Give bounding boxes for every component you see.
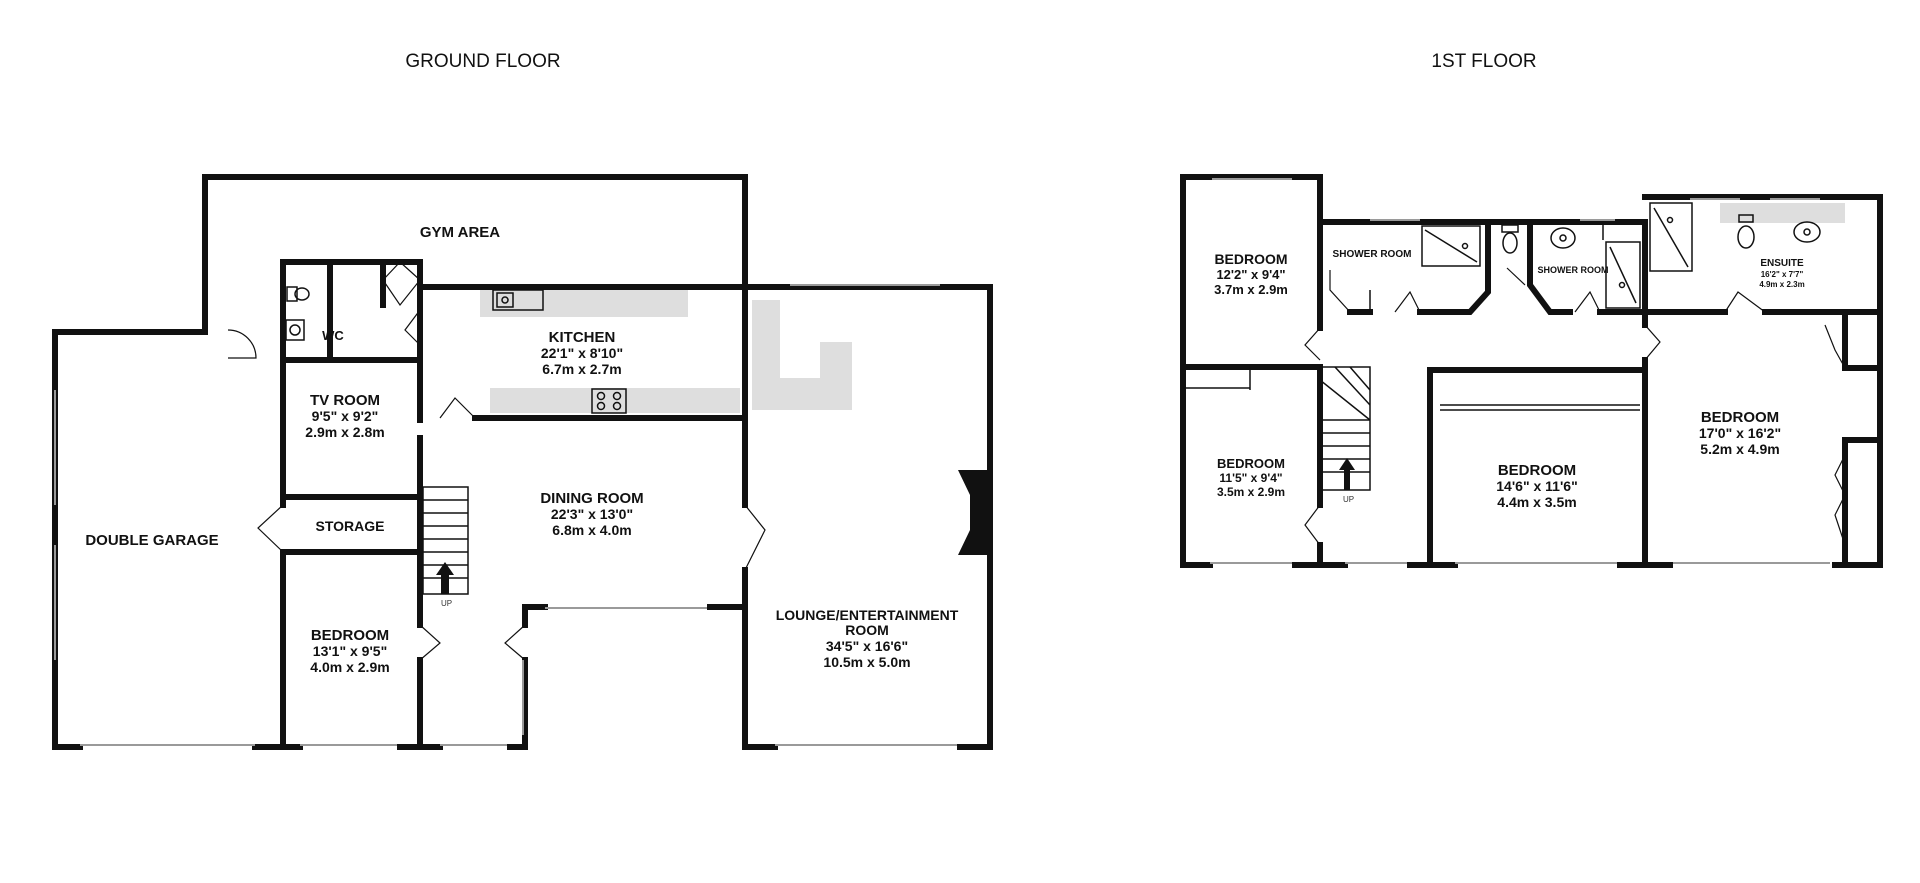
double-garage-label: DOUBLE GARAGE: [85, 532, 218, 549]
kitchen-metric: 6.7m x 2.7m: [542, 361, 621, 377]
toilet-icon: [1501, 224, 1519, 254]
sink-icon: [492, 289, 544, 311]
shower-room-1-label: SHOWER ROOM: [1333, 249, 1412, 260]
fireplace: [958, 470, 988, 555]
door-swing-icon: [404, 309, 421, 346]
door-swing-icon: [227, 329, 257, 359]
stairs-up-label: UP: [1343, 495, 1354, 504]
bedroom-4-walls: [1832, 309, 1883, 568]
ensuite-walls: [1642, 194, 1883, 315]
kitchen-label: KITCHEN: [549, 329, 616, 346]
bedroom-3-label: BEDROOM: [1498, 462, 1576, 479]
lounge-bar-counter: [752, 300, 852, 410]
door-swing-icon: [1304, 504, 1321, 546]
bedroom-2-imperial: 11'5" x 9'4": [1219, 471, 1282, 485]
door-swing-icon: [1724, 291, 1766, 313]
ground-bedroom-imperial: 13'1" x 9'5": [313, 643, 387, 659]
tv-room-label: TV ROOM: [310, 392, 380, 409]
kitchen-imperial: 22'1" x 8'10": [541, 345, 623, 361]
bedroom-4-label: BEDROOM: [1701, 409, 1779, 426]
lounge-label-line1: LOUNGE/ENTERTAINMENT: [776, 607, 959, 623]
dining-room-imperial: 22'3" x 13'0": [551, 506, 633, 522]
bedroom-3-metric: 4.4m x 3.5m: [1497, 494, 1576, 510]
door-swing-icon: [1506, 267, 1526, 286]
first-floor-plan: UP BEDROOM 12'2" x 9'4" 3.7m x 2.9m SHOW…: [1180, 174, 1883, 568]
bedroom-1-walls: [1180, 174, 1323, 568]
toilet-icon: [1737, 214, 1755, 249]
ensuite-imperial: 16'2" x 7'7": [1761, 270, 1804, 279]
bedroom-1-imperial: 12'2" x 9'4": [1216, 267, 1285, 282]
door-swing-icon: [1394, 290, 1421, 313]
dining-room-metric: 6.8m x 4.0m: [552, 522, 631, 538]
bedroom-2-metric: 3.5m x 2.9m: [1217, 485, 1285, 499]
sink-icon: [285, 319, 305, 341]
tv-room-metric: 2.9m x 2.8m: [305, 424, 384, 440]
shower-icon: [1421, 225, 1481, 267]
shower-icon: [1649, 202, 1693, 272]
stairs-up-label: UP: [441, 599, 452, 608]
first-floor-title: 1ST FLOOR: [1431, 51, 1536, 72]
ensuite-label: ENSUITE: [1760, 258, 1804, 269]
door-swing-icon: [1304, 327, 1321, 361]
ground-floor-title: GROUND FLOOR: [405, 51, 560, 72]
stairs-icon: [422, 486, 469, 595]
gym-wall: [202, 174, 748, 333]
basin-icon: [1793, 221, 1821, 243]
bedroom-4-metric: 5.2m x 4.9m: [1700, 441, 1779, 457]
door-swing-icon: [504, 624, 526, 661]
door-swing-icon: [1644, 324, 1661, 361]
door-swing-icon: [439, 397, 476, 419]
lounge-imperial: 34'5" x 16'6": [826, 638, 908, 654]
door-swing-icon: [1824, 324, 1846, 369]
dining-room-label: DINING ROOM: [540, 490, 643, 507]
door-swing-icon: [382, 261, 421, 307]
bedroom-1-label: BEDROOM: [1214, 251, 1287, 267]
ground-bedroom-label: BEDROOM: [311, 627, 389, 644]
door-swing-icon: [419, 624, 441, 661]
wardrobe-doors: [1834, 454, 1846, 546]
stairs-icon: [1319, 366, 1371, 491]
lounge-label-line2: ROOM: [845, 622, 889, 638]
bedroom-3-imperial: 14'6" x 11'6": [1496, 478, 1577, 494]
bedroom-1-metric: 3.7m x 2.9m: [1214, 282, 1288, 297]
tv-room-imperial: 9'5" x 9'2": [312, 408, 379, 424]
wc-walls: [280, 259, 423, 363]
wc-label: WC: [322, 328, 344, 343]
toilet-icon: [286, 286, 310, 302]
ground-floor-plan: UP GYM AREA WC KITCHEN 22'1" x 8'10" 6.7…: [52, 174, 993, 750]
door-swing-icon: [257, 504, 284, 553]
door-swing-icon: [1574, 290, 1601, 313]
bedroom-4-imperial: 17'0" x 16'2": [1699, 425, 1781, 441]
door-swing-icon: [1329, 270, 1351, 313]
lounge-metric: 10.5m x 5.0m: [823, 654, 910, 670]
bedroom-2-label: BEDROOM: [1217, 456, 1285, 471]
ensuite-metric: 4.9m x 2.3m: [1759, 280, 1804, 289]
ground-bedroom-metric: 4.0m x 2.9m: [310, 659, 389, 675]
shower-room-2-label: SHOWER ROOM: [1538, 265, 1609, 275]
gym-area-label: GYM AREA: [420, 224, 500, 241]
hob-icon: [591, 388, 627, 414]
kitchen-worktop-top: [480, 290, 688, 317]
door-swing-icon: [744, 504, 766, 571]
bedroom-3-walls: [1427, 367, 1648, 568]
storage-label: STORAGE: [316, 518, 385, 534]
shower-icon: [1605, 241, 1641, 309]
basin-icon: [1550, 227, 1576, 249]
